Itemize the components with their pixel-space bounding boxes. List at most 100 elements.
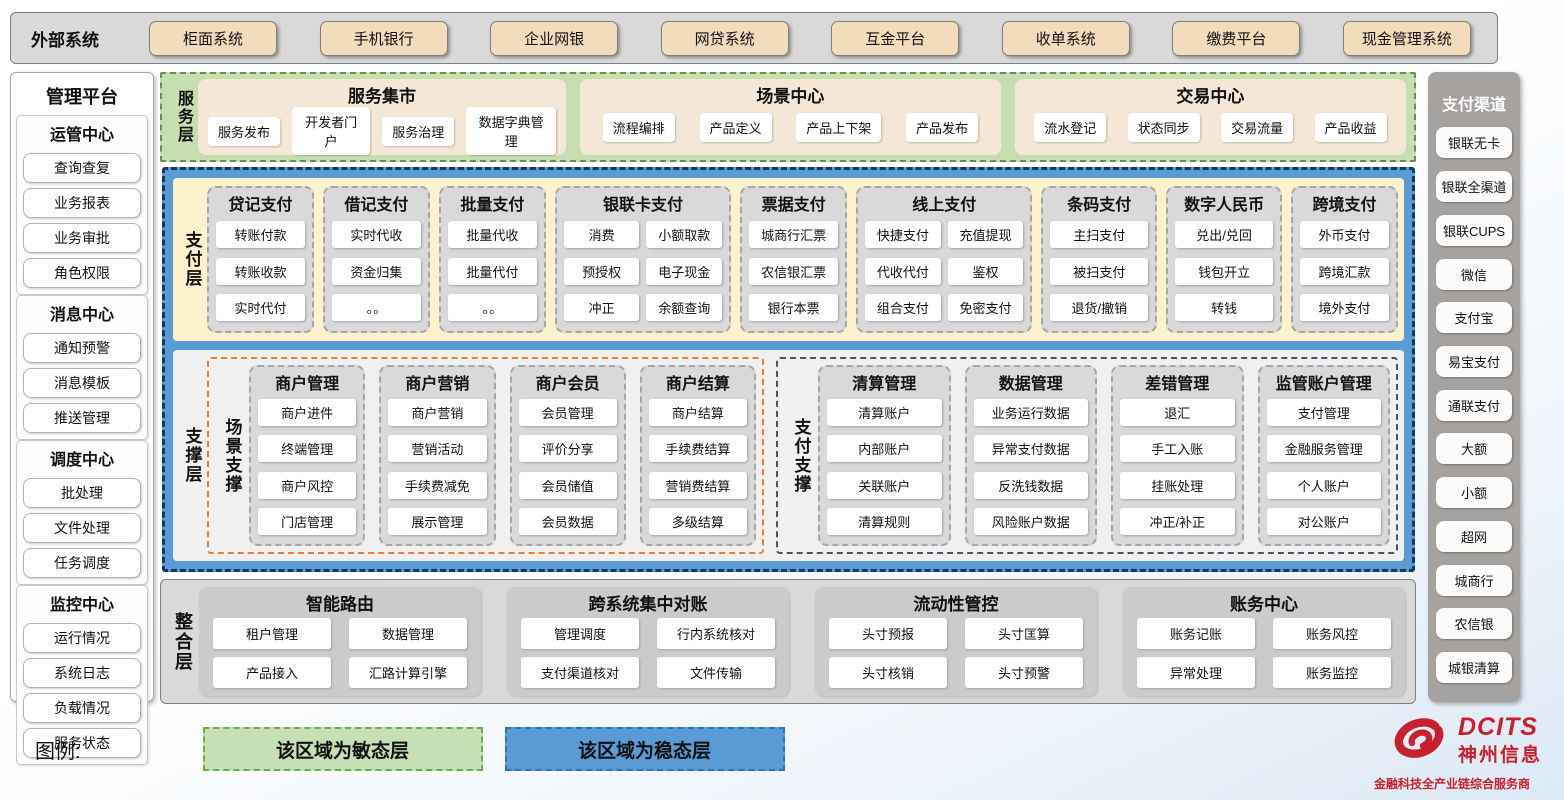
management-item-button[interactable]: 查询查复 [23, 153, 141, 183]
service-item-button[interactable]: 服务发布 [208, 116, 280, 146]
management-item-button[interactable]: 负载情况 [23, 693, 141, 723]
service-item-button[interactable]: 交易流量 [1221, 112, 1294, 142]
payment-support-item-button[interactable]: 金融服务管理 [1266, 435, 1382, 463]
payment-item-button[interactable]: 免密支付 [947, 294, 1024, 322]
payment-support-item-button[interactable]: 内部账户 [827, 435, 942, 463]
payment-channel-button[interactable]: 银联CUPS [1436, 214, 1512, 246]
payment-channel-button[interactable]: 小额 [1436, 477, 1512, 509]
payment-item-button[interactable]: 预授权 [563, 257, 640, 285]
payment-support-item-button[interactable]: 个人账户 [1266, 471, 1382, 499]
payment-item-button[interactable]: 。。 [331, 294, 421, 322]
service-item-button[interactable]: 产品定义 [699, 112, 772, 142]
payment-item-button[interactable]: 退货/撤销 [1050, 294, 1149, 322]
scene-support-item-button[interactable]: 评价分享 [518, 435, 617, 463]
payment-item-button[interactable]: 跨境汇款 [1300, 257, 1389, 285]
scene-support-item-button[interactable]: 终端管理 [258, 435, 357, 463]
payment-item-button[interactable]: 银行本票 [749, 294, 839, 322]
scene-support-item-button[interactable]: 会员储值 [518, 471, 617, 499]
external-system-button[interactable]: 现金管理系统 [1342, 20, 1471, 56]
management-item-button[interactable]: 推送管理 [23, 403, 141, 433]
integration-item-button[interactable]: 管理调度 [521, 618, 639, 649]
scene-support-item-button[interactable]: 商户进件 [258, 398, 357, 426]
scene-support-item-button[interactable]: 会员数据 [518, 508, 617, 536]
scene-support-item-button[interactable]: 商户风控 [258, 471, 357, 499]
service-item-button[interactable]: 服务治理 [382, 116, 455, 146]
integration-item-button[interactable]: 汇路计算引擎 [349, 657, 467, 688]
payment-item-button[interactable]: 兑出/兑回 [1175, 220, 1274, 248]
external-system-button[interactable]: 网贷系统 [660, 20, 789, 56]
payment-item-button[interactable]: 钱包开立 [1175, 257, 1274, 285]
payment-item-button[interactable]: 资金归集 [331, 257, 421, 285]
external-system-button[interactable]: 企业网银 [490, 20, 619, 56]
payment-channel-button[interactable]: 超网 [1436, 520, 1512, 552]
scene-support-item-button[interactable]: 手续费减免 [388, 471, 487, 499]
external-system-button[interactable]: 手机银行 [319, 20, 448, 56]
external-system-button[interactable]: 柜面系统 [149, 20, 277, 56]
payment-support-item-button[interactable]: 清算账户 [827, 398, 942, 426]
scene-support-item-button[interactable]: 展示管理 [388, 508, 487, 536]
payment-channel-button[interactable]: 支付宝 [1436, 302, 1512, 334]
payment-support-item-button[interactable]: 风险账户数据 [973, 508, 1089, 536]
payment-support-item-button[interactable]: 冲正/补正 [1120, 508, 1235, 536]
service-item-button[interactable]: 产品发布 [906, 112, 979, 142]
payment-item-button[interactable]: 鉴权 [947, 257, 1024, 285]
payment-support-item-button[interactable]: 退汇 [1120, 398, 1235, 426]
payment-support-item-button[interactable]: 反洗钱数据 [973, 471, 1089, 499]
integration-item-button[interactable]: 头寸核销 [829, 657, 947, 688]
payment-item-button[interactable]: 余额查询 [646, 294, 723, 322]
payment-support-item-button[interactable]: 挂账处理 [1120, 471, 1235, 499]
scene-support-item-button[interactable]: 营销费结算 [648, 471, 748, 499]
service-item-button[interactable]: 数据字典管理 [466, 107, 556, 155]
payment-item-button[interactable]: 实时代付 [216, 294, 305, 322]
management-item-button[interactable]: 任务调度 [23, 548, 141, 578]
payment-item-button[interactable]: 境外支付 [1300, 294, 1389, 322]
payment-item-button[interactable]: 充值提现 [947, 220, 1024, 248]
service-item-button[interactable]: 产品上下架 [796, 112, 882, 142]
integration-item-button[interactable]: 行内系统核对 [657, 618, 775, 649]
payment-support-item-button[interactable]: 业务运行数据 [973, 398, 1089, 426]
integration-item-button[interactable]: 产品接入 [213, 657, 331, 688]
scene-support-item-button[interactable]: 商户营销 [388, 398, 487, 426]
payment-support-item-button[interactable]: 手工入账 [1120, 435, 1235, 463]
service-item-button[interactable]: 流程编排 [602, 112, 675, 142]
management-item-button[interactable]: 服务状态 [23, 728, 141, 758]
management-item-button[interactable]: 文件处理 [23, 513, 141, 543]
payment-item-button[interactable]: 电子现金 [646, 257, 723, 285]
payment-item-button[interactable]: 转账付款 [216, 220, 305, 248]
service-item-button[interactable]: 状态同步 [1127, 112, 1200, 142]
service-item-button[interactable]: 产品收益 [1314, 112, 1387, 142]
payment-item-button[interactable]: 小额取款 [646, 220, 723, 248]
scene-support-item-button[interactable]: 会员管理 [518, 398, 617, 426]
payment-item-button[interactable]: 实时代收 [331, 220, 421, 248]
scene-support-item-button[interactable]: 商户结算 [648, 398, 748, 426]
payment-item-button[interactable]: 外币支付 [1300, 220, 1389, 248]
scene-support-item-button[interactable]: 营销活动 [388, 435, 487, 463]
payment-channel-button[interactable]: 易宝支付 [1436, 346, 1512, 378]
payment-channel-button[interactable]: 大额 [1436, 433, 1512, 465]
management-item-button[interactable]: 业务审批 [23, 223, 141, 253]
integration-item-button[interactable]: 账务监控 [1273, 657, 1391, 688]
payment-item-button[interactable]: 被扫支付 [1050, 257, 1149, 285]
integration-item-button[interactable]: 头寸预报 [829, 618, 947, 649]
payment-item-button[interactable]: 主扫支付 [1050, 220, 1149, 248]
payment-item-button[interactable]: 批量代付 [447, 257, 537, 285]
service-item-button[interactable]: 流水登记 [1034, 112, 1107, 142]
management-item-button[interactable]: 批处理 [23, 478, 141, 508]
payment-support-item-button[interactable]: 支付管理 [1266, 398, 1382, 426]
integration-item-button[interactable]: 头寸预警 [965, 657, 1083, 688]
management-item-button[interactable]: 消息模板 [23, 368, 141, 398]
integration-item-button[interactable]: 支付渠道核对 [521, 657, 639, 688]
payment-item-button[interactable]: 转钱 [1175, 294, 1274, 322]
payment-item-button[interactable]: 农信银汇票 [749, 257, 839, 285]
management-item-button[interactable]: 系统日志 [23, 658, 141, 688]
payment-support-item-button[interactable]: 关联账户 [827, 471, 942, 499]
payment-channel-button[interactable]: 银联全渠道 [1436, 171, 1512, 203]
payment-support-item-button[interactable]: 清算规则 [827, 508, 942, 536]
management-item-button[interactable]: 角色权限 [23, 258, 141, 288]
scene-support-item-button[interactable]: 门店管理 [258, 508, 357, 536]
integration-item-button[interactable]: 租户管理 [213, 618, 331, 649]
payment-channel-button[interactable]: 银联无卡 [1436, 127, 1512, 159]
payment-channel-button[interactable]: 农信银 [1436, 608, 1512, 640]
payment-channel-button[interactable]: 微信 [1436, 258, 1512, 290]
payment-item-button[interactable]: 。。 [447, 294, 537, 322]
